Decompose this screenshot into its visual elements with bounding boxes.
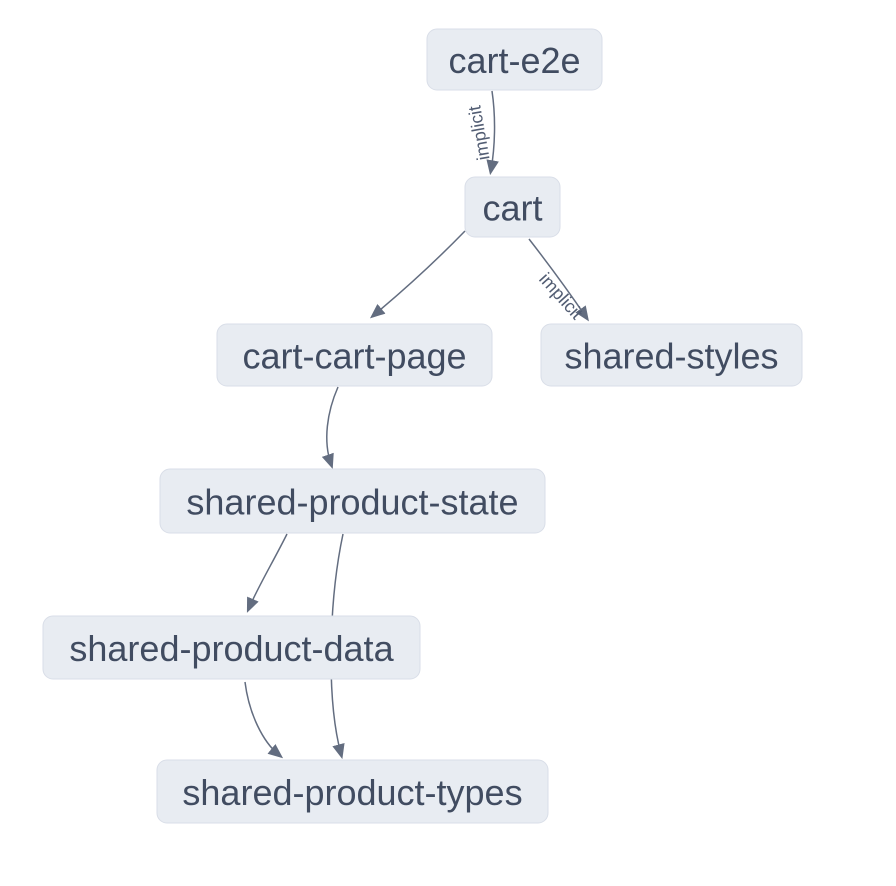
node-shared-product-types[interactable]: shared-product-types [156, 759, 549, 824]
edge-cart-to-shared-styles[interactable] [528, 238, 589, 322]
edge-label-cart-e2e-to-cart: implicit [464, 104, 493, 162]
edge-cart-cart-page-to-shared-product-state[interactable] [321, 386, 339, 469]
node-box-cart-e2e[interactable] [426, 28, 603, 91]
node-cart-e2e[interactable]: cart-e2e [426, 28, 603, 91]
node-box-cart[interactable] [464, 176, 561, 238]
node-shared-styles[interactable]: shared-styles [540, 323, 803, 387]
node-layer: cart-e2e cart cart-cart-page shared-styles s… [42, 28, 803, 824]
node-box-cart-cart-page[interactable] [216, 323, 493, 387]
node-shared-product-data[interactable]: shared-product-data [42, 615, 421, 680]
edge-cart-e2e-to-cart[interactable] [486, 90, 499, 176]
node-cart-cart-page[interactable]: cart-cart-page [216, 323, 493, 387]
node-box-shared-styles[interactable] [540, 323, 803, 387]
node-shared-product-state[interactable]: shared-product-state [159, 468, 546, 534]
edge-shared-product-state-to-shared-product-data[interactable] [246, 533, 288, 613]
edge-label-cart-to-shared-styles: implicit [535, 269, 587, 323]
edge-cart-to-cart-cart-page[interactable] [369, 230, 466, 319]
node-box-shared-product-types[interactable] [156, 759, 549, 824]
node-box-shared-product-data[interactable] [42, 615, 421, 680]
node-box-shared-product-state[interactable] [159, 468, 546, 534]
node-cart[interactable]: cart [464, 176, 561, 238]
edge-shared-product-data-to-shared-product-types[interactable] [244, 681, 284, 759]
